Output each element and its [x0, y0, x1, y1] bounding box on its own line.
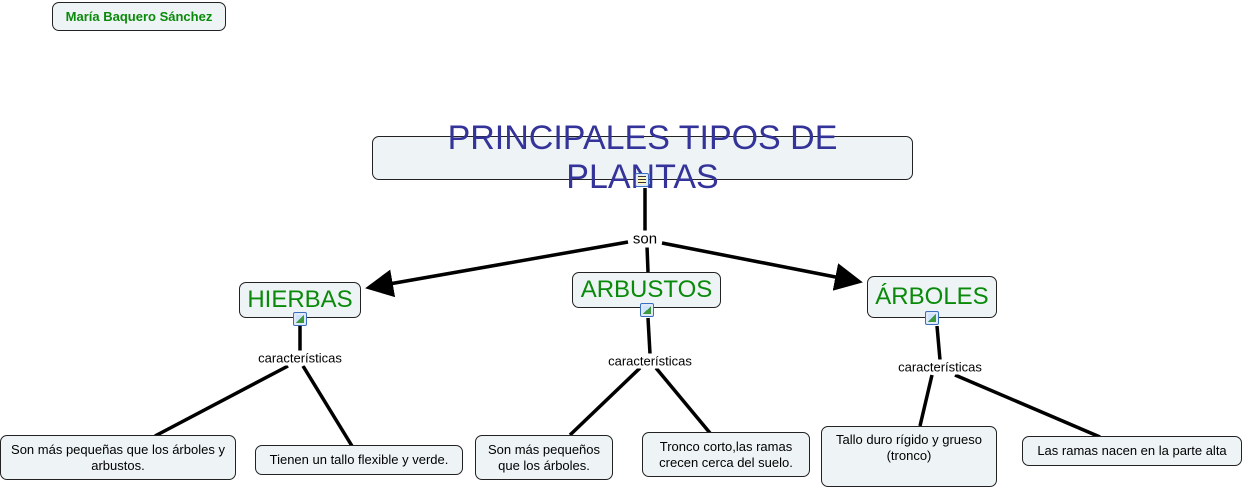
image-resource-icon[interactable]: [640, 303, 654, 317]
link-label-son: son: [632, 230, 658, 248]
fact-node[interactable]: Tallo duro rígido y grueso (tronco): [821, 426, 997, 487]
image-resource-icon[interactable]: [925, 311, 939, 325]
author-node[interactable]: María Baquero Sánchez: [52, 2, 226, 31]
concept-arboles[interactable]: ÁRBOLES: [867, 276, 997, 318]
link-label-caracteristicas: características: [898, 359, 982, 375]
fact-node[interactable]: Tienen un tallo flexible y verde.: [255, 445, 463, 475]
fact-node[interactable]: Tronco corto,las ramas crecen cerca del …: [642, 432, 810, 477]
fact-node[interactable]: Las ramas nacen en la parte alta: [1022, 436, 1242, 466]
link-label-caracteristicas: características: [258, 350, 342, 366]
document-resource-icon[interactable]: [635, 173, 649, 187]
fact-node[interactable]: Son más pequeños que los árboles.: [475, 435, 613, 480]
image-resource-icon[interactable]: [293, 312, 307, 326]
concept-arbustos[interactable]: ARBUSTOS: [572, 272, 721, 308]
fact-node[interactable]: Son más pequeñas que los árboles y arbus…: [0, 435, 236, 480]
link-label-caracteristicas: características: [608, 353, 692, 369]
concept-hierbas[interactable]: HIERBAS: [239, 282, 361, 318]
